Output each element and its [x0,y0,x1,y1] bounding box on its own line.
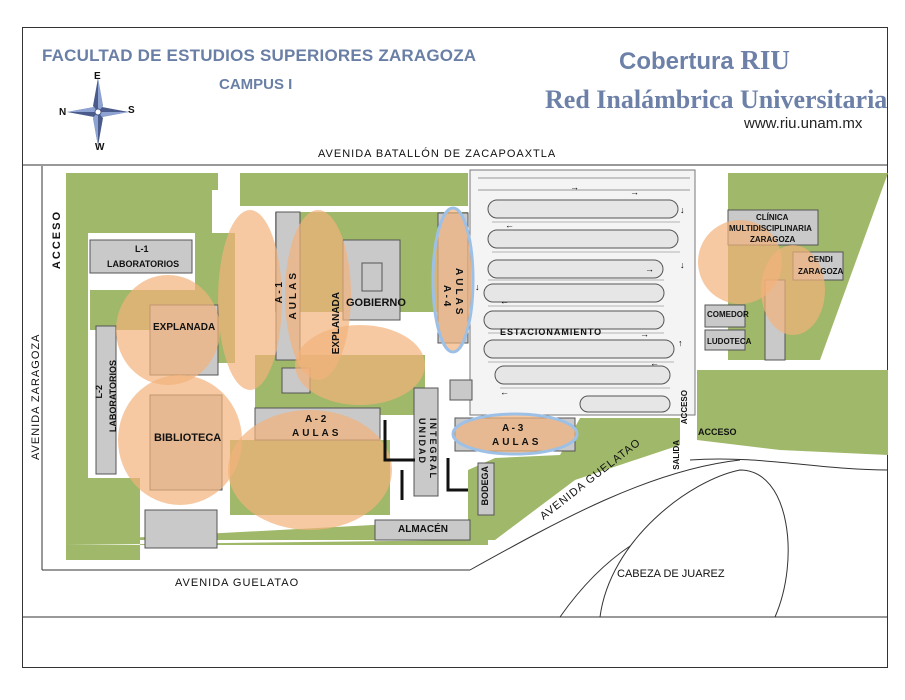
riu-title-pre: Cobertura [619,48,741,75]
parking-stripes [478,177,690,191]
exit-label: SALIDA [672,440,681,470]
entry-label: ACCESO [680,390,689,425]
cendi-line2: ZARAGOZA [798,267,844,276]
a1-code: A - 1 [274,282,285,304]
riu-url[interactable]: www.riu.unam.mx [744,115,863,132]
biblioteca-label: BIBLIOTECA [154,432,222,444]
street-left: AVENIDA ZARAGOZA [30,333,42,460]
bodega-label: BODEGA [480,466,490,506]
almacen-label: ALMACÉN [398,524,448,535]
ludoteca-label: LUDOTECA [707,337,752,346]
parking-islands [483,199,679,413]
l2-name: LABORATORIOS [108,360,118,433]
roundabout-label: CABEZA DE JUAREZ [617,568,725,580]
a3-code: A - 3 [502,423,524,434]
cendi-line1: CENDI [808,255,833,264]
l1-name: LABORATORIOS [107,259,180,269]
explanada-left-label: EXPLANADA [153,322,216,333]
parking-arrows: ← → → → ← → ← ← ↓ ↑ ↓ ↓ [475,182,685,397]
street-top: AVENIDA BATALLÓN DE ZACAPOAXTLA [318,148,557,160]
grass-north [240,173,468,206]
roundabout [599,469,789,618]
parking-hatch [488,221,680,389]
street-bottom: AVENIDA GUELATAO [175,577,300,589]
estacionamiento-label: ESTACIONAMIENTO [500,327,603,337]
a4-code: A - 4 [441,285,452,307]
svg-text:←: ← [500,296,509,306]
riu-subtitle: Red Inalámbrica Universitaria [545,85,888,114]
clinica-line2: MULTIDISCIPLINARIA [729,224,812,233]
building-south-annex [144,509,218,549]
a3-name: AULAS [492,437,542,448]
svg-text:→: → [570,182,579,192]
comedor-label: COMEDOR [707,310,749,319]
coverage-orange [116,210,825,530]
svg-text:→: → [640,329,649,339]
unidad-line2: INTEGRAL [428,418,438,480]
svg-text:↓: ↓ [475,282,480,292]
compass-south: S [128,105,135,116]
riu-title-big: RIU [740,45,790,75]
building-l1 [89,239,193,274]
clinica-line1: CLÍNICA [756,213,789,222]
gobierno-label: GOBIERNO [346,297,406,309]
compass-west: W [95,142,105,153]
svg-text:←: ← [500,387,509,397]
svg-text:←: ← [650,358,659,368]
svg-text:←: ← [505,220,514,230]
building-unidad [413,387,439,497]
a2-name: AULAS [292,428,342,439]
compass-east: E [94,71,101,82]
access-right: ACCESO [698,427,737,437]
campus-title: FACULTAD DE ESTUDIOS SUPERIORES ZARAGOZA [42,46,477,65]
l2-code: L-2 [94,385,104,399]
unidad-line1: UNIDAD [417,418,427,465]
building-l2 [95,325,117,475]
grass-south [66,418,680,540]
grass-main [66,173,488,560]
building-almacen [374,519,471,541]
building-gobierno [342,239,401,321]
building-bodega [477,462,495,516]
compass-north: N [59,107,67,118]
svg-text:→: → [645,264,654,274]
building-kiosk [449,379,473,401]
access-left: ACCESO [51,210,63,270]
compass-rose-icon [67,78,129,146]
svg-text:↓: ↓ [680,260,685,270]
coverage-blue [431,206,579,456]
walkways [383,420,468,500]
a4-name: AULAS [453,268,464,318]
campus-subtitle: CAMPUS I [219,76,293,93]
building-comedor [704,304,746,328]
svg-text:↑: ↑ [678,338,683,348]
svg-text:→: → [630,187,639,197]
a2-code: A - 2 [305,414,327,425]
explanada-mid-label: EXPLANADA [331,292,342,355]
l1-code: L-1 [135,244,149,254]
clinica-line3: ZARAGOZA [750,235,796,244]
riu-title: Cobertura RIU [619,45,790,76]
a1-name: AULAS [288,270,299,320]
building-ludoteca [704,329,746,351]
svg-text:↓: ↓ [680,205,685,215]
